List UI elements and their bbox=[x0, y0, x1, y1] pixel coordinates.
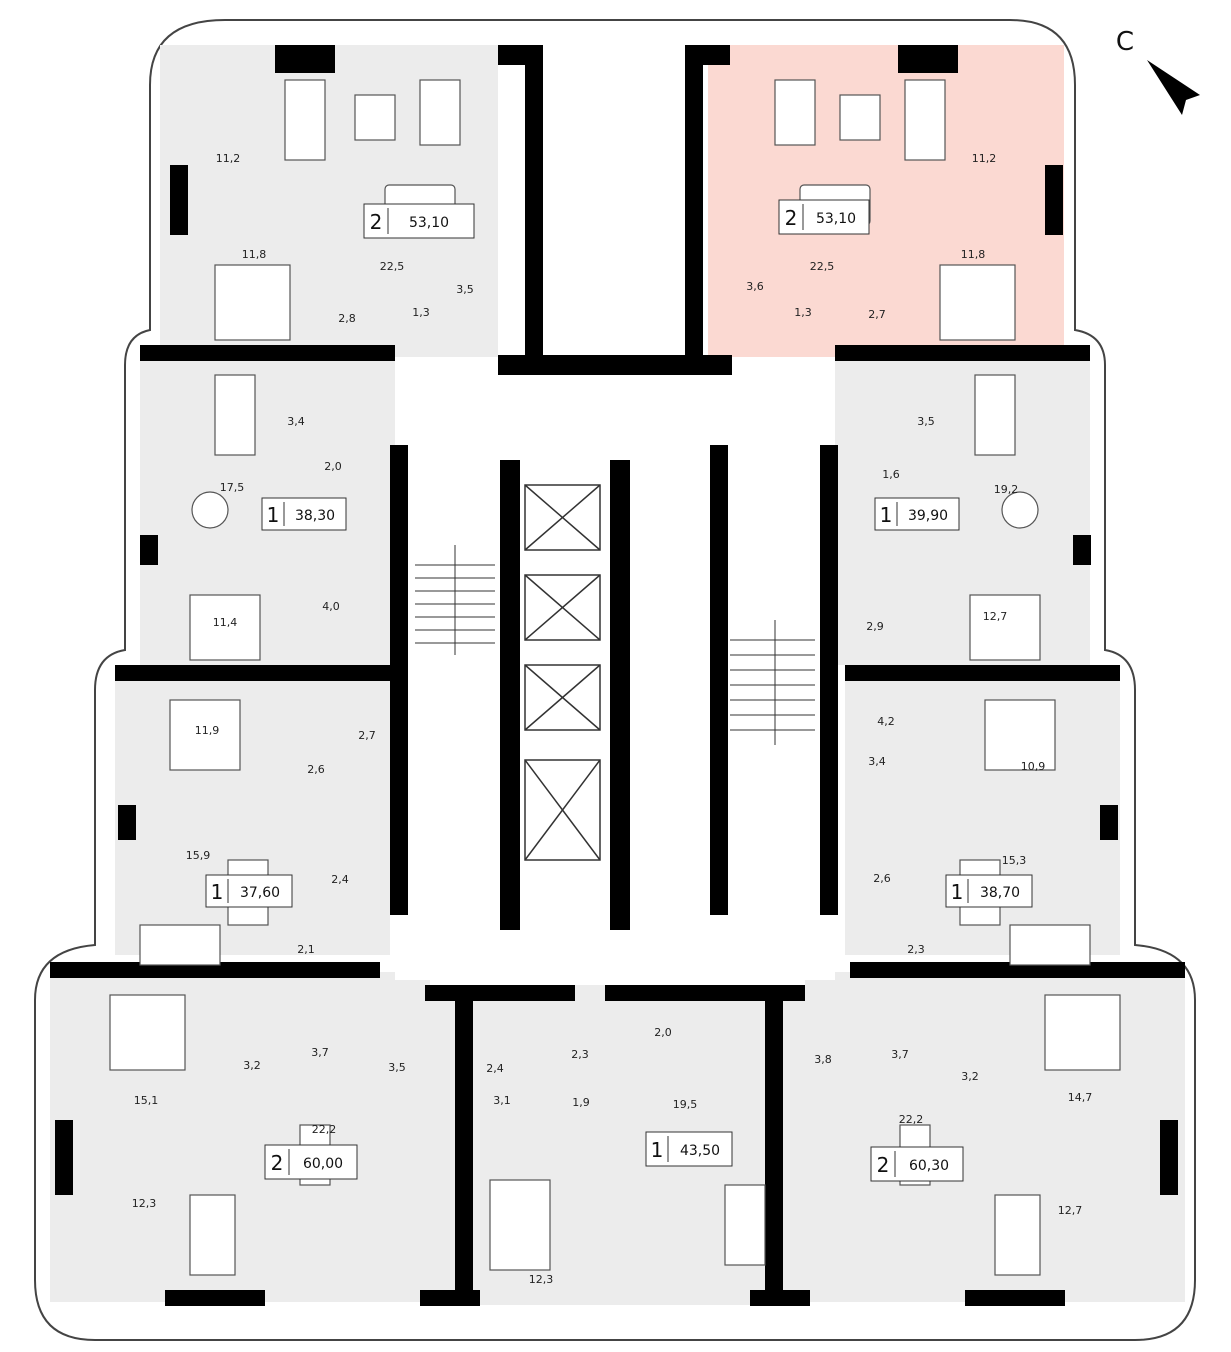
room-area-label: 2,1 bbox=[297, 943, 315, 956]
north-arrow-icon bbox=[1147, 60, 1200, 115]
room-area-label: 19,2 bbox=[994, 483, 1019, 496]
room-area-label: 4,2 bbox=[877, 715, 895, 728]
badge-rooms: 1 bbox=[880, 503, 893, 527]
badge-se[interactable]: 2 60,30 bbox=[870, 1146, 964, 1182]
elevator-2 bbox=[524, 574, 601, 641]
apartment-badges: 2 53,10 2 53,10 1 38,30 1 39,90 1 37,60 bbox=[205, 199, 1033, 1182]
room-area-label: 3,7 bbox=[891, 1048, 909, 1061]
room-area-label: 3,5 bbox=[917, 415, 935, 428]
room-area-label: 11,8 bbox=[961, 248, 986, 261]
badge-area: 38,70 bbox=[980, 885, 1020, 901]
compass-north-label: С bbox=[1116, 27, 1134, 57]
room-area-label: 4,0 bbox=[322, 600, 340, 613]
badge-rooms: 1 bbox=[211, 880, 224, 904]
room-area-label: 2,3 bbox=[571, 1048, 589, 1061]
badge-w2[interactable]: 1 37,60 bbox=[205, 874, 293, 908]
walls bbox=[50, 45, 1185, 1306]
badge-e1[interactable]: 1 39,90 bbox=[874, 497, 960, 531]
room-area-label: 11,2 bbox=[972, 152, 997, 165]
room-area-label: 3,2 bbox=[243, 1059, 261, 1072]
elevator-4 bbox=[524, 759, 601, 861]
room-area-label: 2,7 bbox=[868, 308, 886, 321]
unit-sw-fill bbox=[50, 972, 430, 1302]
badge-area: 60,30 bbox=[909, 1158, 949, 1174]
badge-ne[interactable]: 2 53,10 bbox=[778, 199, 870, 235]
room-area-label: 3,7 bbox=[311, 1046, 329, 1059]
room-area-label: 12,7 bbox=[983, 610, 1008, 623]
room-area-label: 12,3 bbox=[132, 1197, 157, 1210]
room-area-label: 11,2 bbox=[216, 152, 241, 165]
badge-rooms: 2 bbox=[271, 1151, 284, 1175]
badge-rooms: 1 bbox=[651, 1138, 664, 1162]
room-labels: 11,2 11,8 22,5 2,8 1,3 3,5 11,2 11,8 22,… bbox=[132, 152, 1093, 1286]
room-area-label: 22,2 bbox=[312, 1123, 337, 1136]
room-area-label: 10,9 bbox=[1021, 760, 1046, 773]
badge-s[interactable]: 1 43,50 bbox=[645, 1131, 733, 1167]
compass: С bbox=[1116, 27, 1200, 115]
room-area-label: 3,5 bbox=[388, 1061, 406, 1074]
room-area-label: 15,3 bbox=[1002, 854, 1027, 867]
room-area-label: 2,3 bbox=[907, 943, 925, 956]
room-area-label: 2,7 bbox=[358, 729, 376, 742]
room-area-label: 11,8 bbox=[242, 248, 267, 261]
room-area-label: 3,5 bbox=[456, 283, 474, 296]
room-area-label: 1,3 bbox=[412, 306, 430, 319]
furniture bbox=[109, 79, 1121, 1276]
badge-nw[interactable]: 2 53,10 bbox=[363, 203, 475, 239]
room-area-label: 11,9 bbox=[195, 724, 220, 737]
elevator-1 bbox=[524, 484, 601, 551]
room-area-label: 22,5 bbox=[380, 260, 405, 273]
room-area-label: 1,9 bbox=[572, 1096, 590, 1109]
room-area-label: 2,4 bbox=[331, 873, 349, 886]
room-area-label: 2,6 bbox=[873, 872, 891, 885]
badge-area: 43,50 bbox=[680, 1143, 720, 1159]
room-area-label: 17,5 bbox=[220, 481, 245, 494]
badge-area: 53,10 bbox=[409, 215, 449, 231]
badge-area: 38,30 bbox=[295, 508, 335, 524]
room-area-label: 3,4 bbox=[868, 755, 886, 768]
stairs-left bbox=[415, 545, 495, 655]
room-area-label: 15,1 bbox=[134, 1094, 159, 1107]
room-area-label: 1,6 bbox=[882, 468, 900, 481]
badge-rooms: 1 bbox=[267, 503, 280, 527]
room-area-label: 3,6 bbox=[746, 280, 764, 293]
elevator-3 bbox=[524, 664, 601, 731]
room-area-label: 3,4 bbox=[287, 415, 305, 428]
badge-w1[interactable]: 1 38,30 bbox=[261, 497, 347, 531]
badge-rooms: 1 bbox=[951, 880, 964, 904]
elevators bbox=[524, 484, 601, 861]
room-area-label: 12,7 bbox=[1058, 1204, 1083, 1217]
badge-rooms: 2 bbox=[785, 206, 798, 230]
badge-area: 37,60 bbox=[240, 885, 280, 901]
room-area-label: 11,4 bbox=[213, 616, 238, 629]
room-area-label: 22,2 bbox=[899, 1113, 924, 1126]
room-area-label: 14,7 bbox=[1068, 1091, 1093, 1104]
room-area-label: 2,6 bbox=[307, 763, 325, 776]
building-outline bbox=[34, 19, 1196, 1341]
room-area-label: 3,8 bbox=[814, 1053, 832, 1066]
badge-area: 39,90 bbox=[908, 508, 948, 524]
badge-area: 60,00 bbox=[303, 1156, 343, 1172]
room-area-label: 2,0 bbox=[324, 460, 342, 473]
badge-rooms: 2 bbox=[370, 210, 383, 234]
badge-e2[interactable]: 1 38,70 bbox=[945, 874, 1033, 908]
room-area-label: 2,0 bbox=[654, 1026, 672, 1039]
badge-area: 53,10 bbox=[816, 211, 856, 227]
room-area-label: 3,2 bbox=[961, 1070, 979, 1083]
room-area-label: 2,9 bbox=[866, 620, 884, 633]
badge-rooms: 2 bbox=[877, 1153, 890, 1177]
badge-sw[interactable]: 2 60,00 bbox=[264, 1144, 358, 1180]
room-area-label: 15,9 bbox=[186, 849, 211, 862]
room-area-label: 22,5 bbox=[810, 260, 835, 273]
room-area-label: 1,3 bbox=[794, 306, 812, 319]
stairs-right bbox=[730, 620, 815, 745]
room-area-label: 2,8 bbox=[338, 312, 356, 325]
room-area-label: 12,3 bbox=[529, 1273, 554, 1286]
room-area-label: 2,4 bbox=[486, 1062, 504, 1075]
room-area-label: 19,5 bbox=[673, 1098, 698, 1111]
room-area-label: 3,1 bbox=[493, 1094, 511, 1107]
